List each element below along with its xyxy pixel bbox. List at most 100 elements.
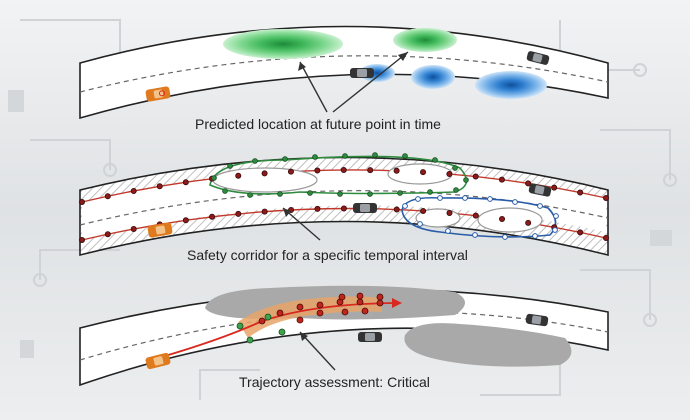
green-boundary-marker [402, 153, 408, 159]
corridor-marker [314, 205, 321, 212]
blue-boundary-marker [417, 221, 423, 227]
blue-boundary-marker [472, 232, 478, 238]
corridor-marker [367, 167, 374, 174]
blue-boundary-marker [487, 196, 493, 202]
lane-center-dashed [79, 55, 609, 93]
arrowhead [398, 52, 408, 61]
trajectory-marker-critical [341, 308, 349, 316]
green-boundary-marker [397, 190, 403, 196]
blue-boundary-marker [502, 234, 508, 240]
blue-boundary-marker [415, 196, 421, 202]
corridor-marker [420, 207, 427, 214]
green-boundary-marker [463, 177, 469, 183]
arrowhead [283, 208, 291, 217]
panel-corridor: Safety corridor for a specific temporal … [79, 152, 610, 263]
ego-vehicle-orange [147, 222, 173, 238]
corridor-marker [551, 184, 558, 191]
corridor-marker [79, 236, 86, 243]
green-boundary-marker [312, 154, 318, 160]
vehicle-dark-center [350, 68, 374, 78]
vehicle-dark-right [525, 313, 549, 327]
trajectory-marker-critical [356, 298, 364, 306]
green-boundary-marker [453, 187, 459, 193]
caption-pointer [282, 207, 321, 241]
corridor-marker [261, 170, 268, 177]
lane-center-dashed [79, 190, 609, 226]
panel-caption: Safety corridor for a specific temporal … [187, 247, 468, 263]
corridor-marker [498, 176, 505, 183]
trajectory-marker-safe [278, 328, 286, 336]
panel-trajectory: Trajectory assessment: Critical [79, 285, 609, 390]
corridor-marker [393, 167, 400, 174]
predicted-blob-green-large [223, 29, 343, 59]
corridor-marker [209, 213, 216, 220]
trajectory-markers [236, 292, 384, 344]
corridor-marker [235, 210, 242, 217]
predicted-blob-blue-large [475, 71, 547, 99]
corridor-marker [525, 180, 532, 187]
blue-boundary-marker [402, 203, 408, 209]
trajectory-marker-critical [258, 317, 266, 325]
predicted-blob-green-small [393, 28, 457, 52]
corridor-marker [130, 187, 137, 194]
green-boundary-marker [277, 191, 283, 197]
ego-vehicle-orange [145, 352, 171, 370]
corridor-marker [603, 234, 610, 241]
arrowhead [300, 332, 308, 341]
trajectory-marker-safe [236, 322, 244, 330]
green-boundary-marker [452, 165, 458, 171]
trajectory-marker-critical [296, 303, 304, 311]
trajectory-marker-critical [376, 293, 384, 301]
corridor-markers [79, 152, 610, 243]
corridor-marker [446, 171, 453, 178]
trajectory-marker-critical [356, 292, 364, 300]
green-boundary-marker [247, 192, 253, 198]
panel-caption: Trajectory assessment: Critical [239, 374, 430, 390]
caption-pointer [299, 331, 336, 371]
blue-boundary-marker [537, 203, 543, 209]
corridor-marker [79, 198, 86, 205]
green-boundary-marker [432, 157, 438, 163]
green-boundary-marker [282, 156, 288, 162]
corridor-marker [472, 173, 479, 180]
safety-corridor-area [82, 169, 606, 240]
corridor-marker [340, 205, 347, 212]
corridor-marker [340, 167, 347, 174]
predicted-blob-blue-medium [411, 65, 455, 89]
green-boundary-marker [211, 175, 217, 181]
trajectory-marker-safe [246, 336, 254, 344]
green-boundary-marker [342, 153, 348, 159]
vehicle-dark-right [526, 51, 550, 65]
corridor-marker [261, 208, 268, 215]
ego-vehicle-orange [145, 86, 171, 102]
trajectory-corridor [238, 296, 382, 338]
trajectory-marker-critical [316, 301, 324, 309]
green-boundary-marker [252, 158, 258, 164]
trajectory-marker-critical [376, 299, 384, 307]
blue-boundary-marker [532, 233, 538, 239]
corridor-marker [393, 206, 400, 213]
trajectory-marker-critical [276, 309, 284, 317]
trajectory-marker-critical [316, 309, 324, 317]
corridor-marker [603, 194, 610, 201]
corridor-marker [446, 210, 453, 217]
blue-boundary-marker [553, 213, 559, 219]
corridor-marker [235, 172, 242, 179]
green-boundary-marker [427, 189, 433, 195]
blue-boundary-marker [512, 199, 518, 205]
occupancy-hull-lower [404, 323, 572, 367]
corridor-marker [314, 167, 321, 174]
trajectory-marker-critical [338, 293, 346, 301]
trajectory-arrowhead [392, 298, 402, 308]
blue-boundary-marker [437, 195, 443, 201]
green-boundary-marker [307, 190, 313, 196]
corridor-marker [472, 212, 479, 219]
trajectory-marker-critical [296, 316, 304, 324]
green-boundary-marker [372, 152, 378, 158]
vehicle-dark-center [353, 203, 377, 213]
vehicle-dark-center [358, 332, 382, 342]
green-boundary-marker [367, 191, 373, 197]
corridor-marker [182, 179, 189, 186]
corridor-marker [104, 193, 111, 200]
corridor-marker [130, 225, 137, 232]
